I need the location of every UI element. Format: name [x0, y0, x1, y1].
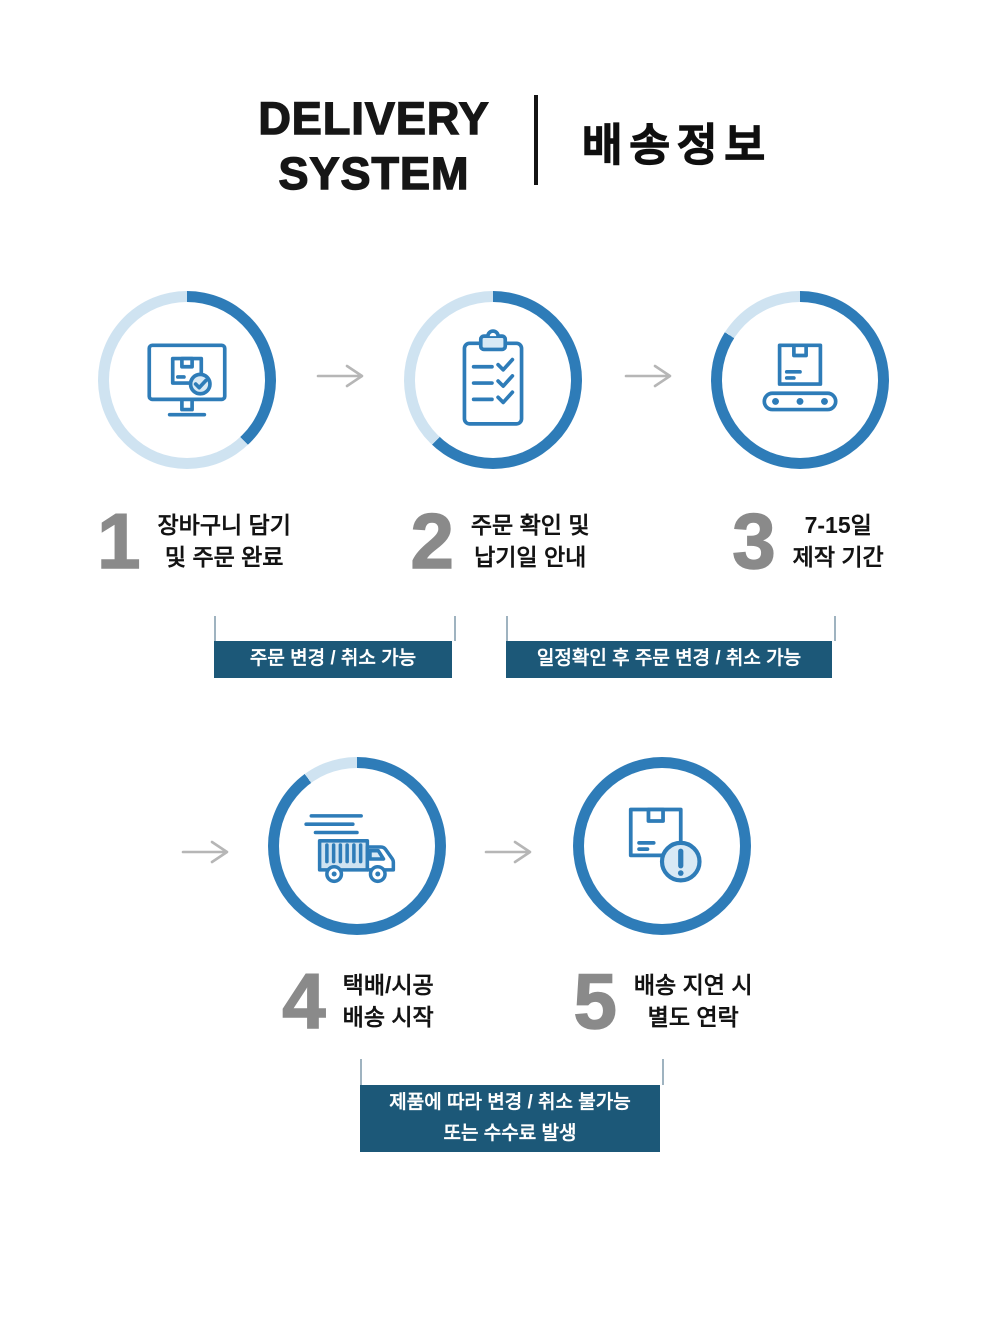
page-title-line2: SYSTEM: [278, 147, 470, 199]
step5-icon-area: [584, 768, 740, 924]
step2-caption: 2 주문 확인 및 납기일 안내: [410, 497, 590, 585]
step4-label: 택배/시공 배송 시작: [342, 971, 434, 1031]
title-divider: [534, 95, 538, 185]
step2-progress-ring: [404, 291, 582, 469]
badge3-connector: [360, 1059, 664, 1085]
step5-caption: 5 배송 지연 시 별도 연락: [573, 957, 753, 1045]
badge2-connector: [506, 616, 836, 641]
step2-number: 2: [410, 497, 455, 585]
step4-number: 4: [282, 957, 327, 1045]
step3-caption: 3 7-15일 제작 기간: [732, 497, 884, 585]
arrow-right-icon: [484, 840, 532, 864]
step2-icon-area: [415, 302, 571, 458]
step3-label: 7-15일 제작 기간: [792, 511, 884, 571]
step4-progress-ring: [268, 757, 446, 935]
step1-icon-area: [109, 302, 265, 458]
package-conveyor-icon: [762, 343, 838, 412]
step5-progress-ring: [573, 757, 751, 935]
arrow-right-icon: [181, 840, 229, 864]
monitor-order-check-icon: [147, 343, 227, 417]
step3-number: 3: [732, 497, 777, 585]
step3-progress-ring: [711, 291, 889, 469]
arrow-right-icon: [316, 364, 364, 388]
order-change-badge: 주문 변경 / 취소 가능: [214, 641, 452, 678]
package-alert-icon: [628, 807, 702, 883]
page-title-line1: DELIVERY: [258, 92, 490, 144]
step4-icon-area: [279, 768, 435, 924]
clipboard-checklist-icon: [462, 329, 524, 426]
page-subtitle: 배송정보: [581, 120, 772, 170]
schedule-change-badge: 일정확인 후 주문 변경 / 취소 가능: [506, 641, 832, 678]
step5-label: 배송 지연 시 별도 연락: [633, 971, 753, 1031]
step4-caption: 4 택배/시공 배송 시작: [282, 957, 434, 1045]
cancel-restriction-badge: 제품에 따라 변경 / 취소 불가능 또는 수수료 발생: [360, 1085, 660, 1152]
step2-label: 주문 확인 및 납기일 안내: [470, 511, 590, 571]
delivery-truck-icon: [304, 814, 396, 884]
step1-label: 장바구니 담기 및 주문 완료: [157, 511, 291, 571]
step1-progress-ring: [98, 291, 276, 469]
arrow-right-icon: [624, 364, 672, 388]
step3-icon-area: [722, 302, 878, 458]
page-title: DELIVERY SYSTEM: [226, 92, 522, 202]
step5-number: 5: [573, 957, 618, 1045]
step1-caption: 1 장바구니 담기 및 주문 완료: [96, 497, 291, 585]
badge1-connector: [214, 616, 456, 641]
step1-number: 1: [96, 497, 141, 585]
